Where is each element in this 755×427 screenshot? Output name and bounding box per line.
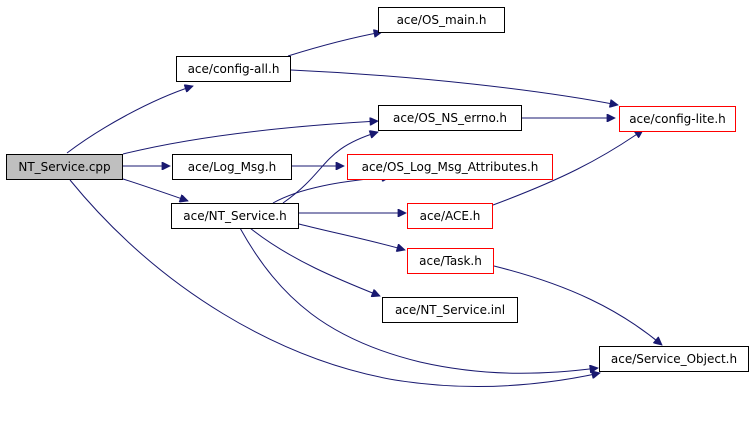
edge-cpp-to-service-object <box>69 179 600 387</box>
edge-cpp-to-config-all <box>66 86 193 154</box>
node-task[interactable]: ace/Task.h <box>407 248 494 274</box>
edge-config-all-to-config-lite <box>290 69 618 105</box>
edge-ace-h-to-config-lite <box>492 130 643 206</box>
edge-cpp-to-nt-service-h <box>122 178 188 201</box>
node-os-main[interactable]: ace/OS_main.h <box>378 7 505 33</box>
edge-nt-service-h-to-nt-service-inl <box>249 227 380 296</box>
edge-task-to-service-object <box>493 265 662 345</box>
edge-nt-service-h-to-os-log-msg-attributes <box>272 177 390 204</box>
node-nt-service-h[interactable]: ace/NT_Service.h <box>171 203 299 229</box>
node-config-all[interactable]: ace/config-all.h <box>176 56 291 82</box>
node-nt-service-inl[interactable]: ace/NT_Service.inl <box>382 297 518 323</box>
node-service-object[interactable]: ace/Service_Object.h <box>599 346 749 372</box>
edge-config-all-to-os-main <box>287 32 382 57</box>
node-config-lite[interactable]: ace/config-lite.h <box>619 106 736 132</box>
node-os-ns-errno[interactable]: ace/OS_NS_errno.h <box>378 105 522 131</box>
edge-nt-service-h-to-task <box>298 223 405 250</box>
edge-cpp-to-os-ns-errno <box>122 121 378 155</box>
node-os-log-msg-attributes[interactable]: ace/OS_Log_Msg_Attributes.h <box>347 154 553 180</box>
edge-nt-service-h-to-service-object <box>239 227 598 374</box>
node-log-msg[interactable]: ace/Log_Msg.h <box>172 154 292 180</box>
node-ace-h[interactable]: ace/ACE.h <box>407 203 493 229</box>
node-nt-service-cpp: NT_Service.cpp <box>6 154 123 180</box>
